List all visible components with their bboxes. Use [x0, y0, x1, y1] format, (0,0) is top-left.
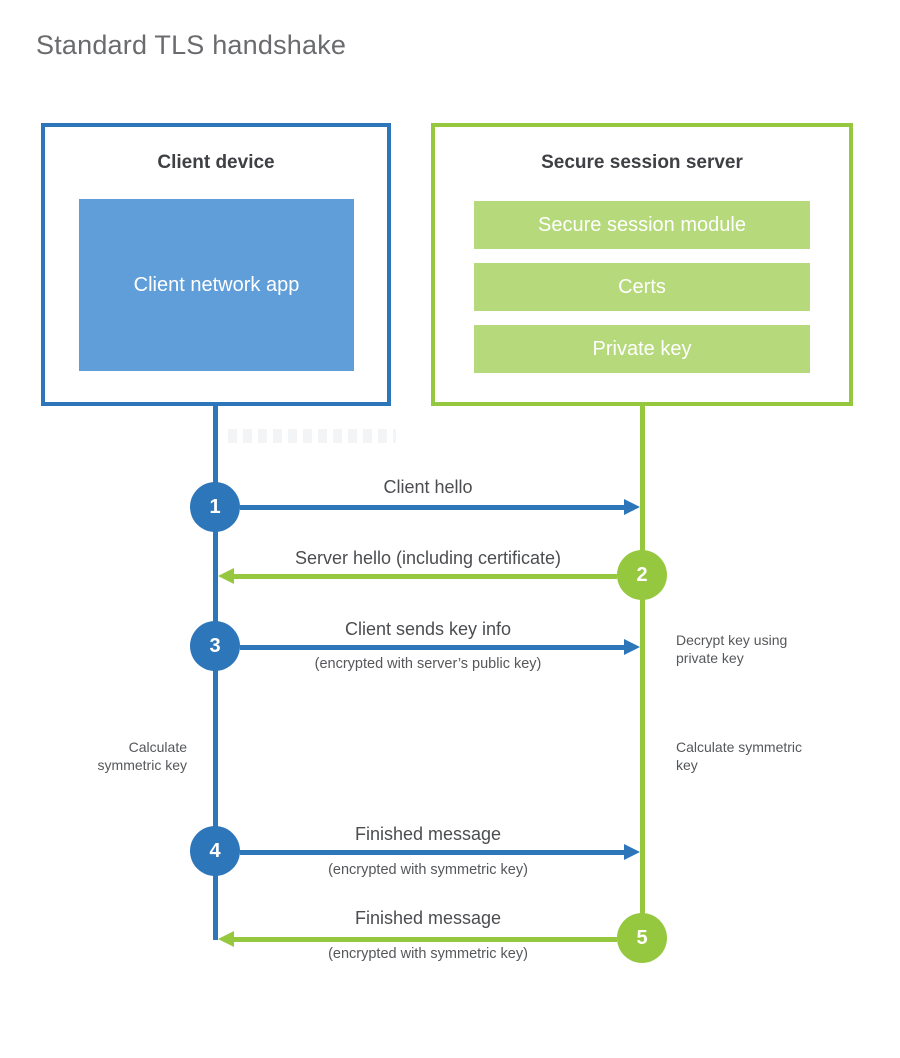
- step-4-badge: 4: [190, 826, 240, 876]
- arrow-head-right-icon: [624, 639, 640, 655]
- server-lifeline: [640, 406, 645, 940]
- decrypt-key-note: Decrypt key using private key: [676, 632, 788, 666]
- server-module-private-key: Private key: [474, 325, 810, 373]
- client-calculate-symmetric-key-note: Calculate symmetric key: [97, 739, 187, 773]
- arrow-shaft: [240, 645, 627, 650]
- step-1-number: 1: [209, 495, 221, 518]
- client-network-app-label: Client network app: [133, 273, 300, 296]
- step-4-sublabel: (encrypted with symmetric key): [328, 862, 528, 878]
- arrow-head-right-icon: [624, 499, 640, 515]
- client-lifeline: [213, 406, 218, 940]
- step-1-badge: 1: [190, 482, 240, 532]
- arrow-shaft: [240, 850, 627, 855]
- arrow-head-left-icon: [218, 568, 234, 584]
- arrow-shaft: [240, 505, 627, 510]
- step-3-label: Client sends key info: [344, 619, 512, 639]
- server-module-certs: Certs: [474, 263, 810, 311]
- client-device-box: Client device Client network app: [41, 123, 391, 406]
- arrow-shaft: [231, 574, 617, 579]
- step-3-badge: 3: [190, 621, 240, 671]
- step-2-badge: 2: [617, 550, 667, 600]
- server-module-label: Secure session module: [538, 213, 746, 236]
- server-module-secure-session: Secure session module: [474, 201, 810, 249]
- arrow-head-right-icon: [624, 844, 640, 860]
- step-5-number: 5: [636, 926, 648, 949]
- step-1-label: Client hello: [383, 477, 473, 497]
- step-2-number: 2: [636, 563, 648, 586]
- server-module-label: Certs: [618, 275, 666, 298]
- step-4-arrow-client-to-server: [240, 844, 640, 860]
- secure-session-server-title: Secure session server: [541, 152, 743, 173]
- server-module-label: Private key: [592, 337, 692, 360]
- arrow-head-left-icon: [218, 931, 234, 947]
- step-5-label: Finished message: [354, 908, 502, 928]
- step-2-label: Server hello (including certificate): [294, 548, 562, 568]
- page-title: Standard TLS handshake: [36, 30, 347, 60]
- step-5-sublabel: (encrypted with symmetric key): [328, 946, 528, 962]
- client-network-app-box: Client network app: [79, 199, 354, 371]
- step-3-arrow-client-to-server: [240, 639, 640, 655]
- step-4-number: 4: [209, 839, 221, 862]
- faint-dashes-artifact: [228, 429, 396, 443]
- server-calculate-symmetric-key-note: Calculate symmetric key: [676, 739, 803, 773]
- client-device-title: Client device: [157, 152, 275, 173]
- step-1-arrow-client-to-server: [240, 499, 640, 515]
- step-2-arrow-server-to-client: [218, 568, 617, 584]
- step-3-number: 3: [209, 634, 221, 657]
- step-3-sublabel: (encrypted with server’s public key): [314, 656, 542, 672]
- step-5-badge: 5: [617, 913, 667, 963]
- step-4-label: Finished message: [354, 824, 502, 844]
- secure-session-server-box: Secure session server Secure session mod…: [431, 123, 853, 406]
- step-5-arrow-server-to-client: [218, 931, 617, 947]
- arrow-shaft: [231, 937, 617, 942]
